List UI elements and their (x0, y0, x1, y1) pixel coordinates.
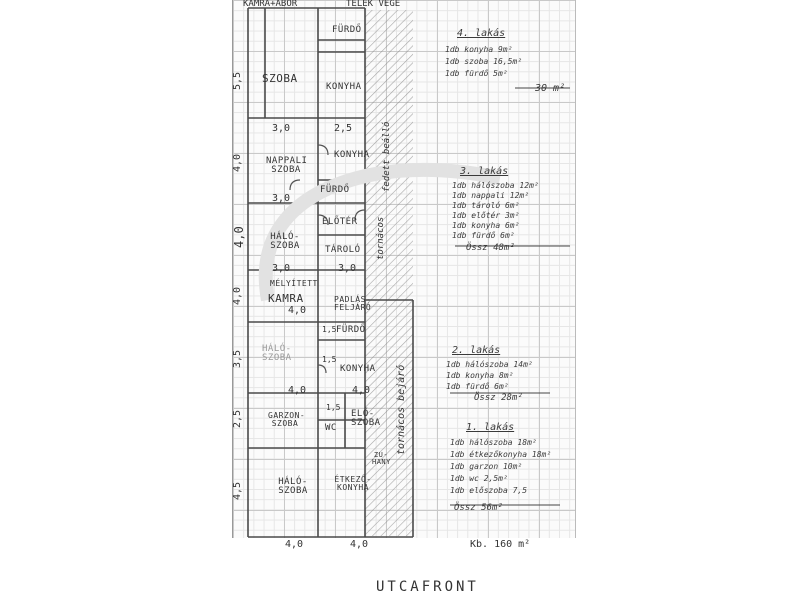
apartment-4-block: 4. lakás 1db konyha 9m² 1db szoba 16,5m²… (445, 28, 573, 94)
room-label-halo-1: HÁLÓ-SZOBA (270, 232, 300, 251)
apartment-3-row: 1db nappali 12m² (452, 191, 530, 200)
dim-5-5: 5,5 (232, 71, 243, 90)
apartment-1-total: Össz 56m² (454, 503, 503, 513)
apartment-3-title: 3. lakás (460, 166, 509, 177)
total-area-label: Kb. 160 m² (470, 539, 531, 550)
door-arc-1 (317, 144, 329, 156)
door-arc-5 (317, 364, 327, 374)
apartment-1-row: 1db étkezőkonyha 18m² (450, 450, 552, 459)
apartment-1-title: 1. lakás (466, 422, 515, 433)
dim-4-0-c: 4,0 (352, 385, 371, 396)
dim-bottom-mid: 4,0 (350, 539, 369, 550)
apartment-4-row: 1db szoba 16,5m² (445, 57, 523, 66)
room-label-nappali: NAPPALI SZOBA (266, 156, 308, 175)
apartment-2-row: 1db konyha 8m² (446, 371, 514, 380)
room-label-garzon: GARZON-SZOBA (268, 411, 306, 428)
corridor-label-upper: fedett beálló (382, 121, 392, 192)
room-label-halo-2: HÁLÓ-SZOBA (262, 344, 292, 363)
room-label-konyha-3: KONYHA (340, 364, 376, 374)
corridor-label-lower: tornácos bejáró (396, 364, 407, 455)
room-label-tarolo: TÁROLÓ (325, 245, 361, 255)
room-label-konyha-2: KONYHA (334, 150, 370, 160)
room-label-eloszoba: ELŐ-SZOBA (351, 409, 381, 428)
apartment-2-total: Össz 28m² (474, 393, 523, 403)
dim-3-5: 3,5 (232, 349, 243, 368)
room-label-furdo-2: FÜRDŐ (320, 185, 350, 195)
dim-4-0-h-a: 4,0 (232, 153, 243, 172)
dim-4-0-b: 4,0 (288, 385, 307, 396)
apartment-3-row: 1db konyha 6m² (452, 221, 520, 230)
apartment-3-row: 1db hálószoba 12m² (452, 181, 539, 190)
dim-3-0-c: 3,0 (272, 263, 291, 274)
apartment-3-total: Össz 48m² (466, 243, 515, 253)
apartment-1-row: 1db hálószoba 18m² (450, 438, 537, 447)
dim-3-0-b: 3,0 (272, 193, 291, 204)
room-label-furdo-3: FÜRDŐ (336, 325, 366, 335)
room-label-wc: WC (325, 423, 337, 433)
dim-4-0-a: 4,0 (288, 305, 307, 316)
room-label-eloter: ELŐTÉR (322, 217, 358, 227)
dim-1-5-b: 1,5 (322, 355, 337, 364)
apartment-3-block: 3. lakás 1db hálószoba 12m² 1db nappali … (452, 166, 572, 253)
room-label-halo-3: HÁLÓ-SZOBA (278, 477, 308, 496)
dim-2-5-h: 2,5 (232, 409, 243, 428)
dim-4-0-h-c: 4,0 (232, 286, 243, 305)
apartment-2-row: 1db fürdő 6m² (446, 382, 509, 391)
door-arc-4 (289, 179, 301, 191)
apartment-3-row: 1db fürdő 6m² (452, 231, 515, 240)
room-label-zuhany: ZU-HANY (372, 451, 391, 466)
dim-4-5: 4,5 (232, 481, 243, 500)
apartment-4-row: 1db konyha 9m² (445, 45, 513, 54)
dim-2-5-a: 2,5 (334, 123, 353, 134)
apartment-2-block: 2. lakás 1db hálószoba 14m² 1db konyha 8… (446, 345, 556, 403)
room-label-padlas: PADLÁS-FELJÁRÓ (334, 295, 372, 312)
apartment-4-title: 4. lakás (457, 28, 506, 39)
dim-3-0-a: 3,0 (272, 123, 291, 134)
door-arc-2 (317, 214, 329, 226)
header-kamra-label: KAMRA+ABOR (243, 0, 298, 9)
room-label-melyitett: MÉLYÍTETT (270, 279, 318, 288)
apartment-1-row: 1db garzon 10m² (450, 462, 523, 471)
room-label-furdo-top: FÜRDŐ (332, 25, 362, 35)
header-telek-vege-label: TELEK VÉGE (346, 0, 401, 9)
dim-bottom-left: 4,0 (285, 539, 304, 550)
street-front-label: UTCAFRONT (376, 579, 479, 595)
faint-pencil-curve (258, 163, 502, 302)
apartment-1-block: 1. lakás 1db hálószoba 18m² 1db étkezőko… (450, 422, 570, 513)
room-label-konyha-top: KONYHA (326, 82, 362, 92)
corridor-label-middle: tornácos (376, 216, 386, 260)
dim-1-5-a: 1,5 (322, 325, 337, 334)
apartment-1-row: 1db előszoba 7,5 (450, 486, 528, 495)
apartment-1-row: 1db wc 2,5m² (450, 474, 508, 483)
apartment-3-row: 1db előtér 3m² (452, 211, 520, 220)
apartment-2-title: 2. lakás (452, 345, 501, 356)
apartment-4-total: 30 m² (535, 83, 566, 94)
apartment-2-row: 1db hálószoba 14m² (446, 360, 533, 369)
room-label-etkezo: ÉTKEZŐ-KONYHA (334, 475, 372, 492)
corridor-hatch (365, 10, 413, 536)
door-arc-3 (354, 209, 366, 221)
room-label-szoba: SZOBA (262, 72, 298, 85)
dim-3-0-d: 3,0 (338, 263, 357, 274)
room-label-kamra: KAMRA (268, 292, 304, 305)
apartment-3-row: 1db tároló 6m² (452, 201, 520, 210)
dim-1-5-c: 1,5 (326, 403, 341, 412)
apartment-4-row: 1db fürdő 5m² (445, 69, 508, 78)
dim-4-0-h-b: 4,0 (232, 226, 246, 248)
